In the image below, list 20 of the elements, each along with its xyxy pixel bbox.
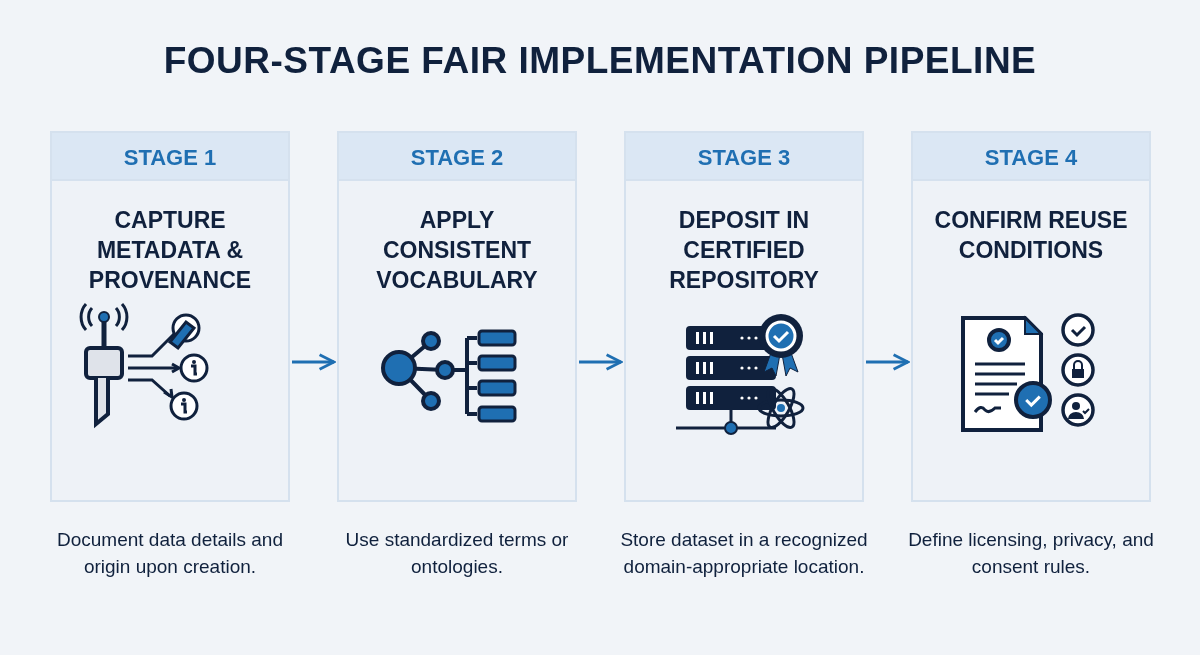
- diagram-title: FOUR-STAGE FAIR IMPLEMENTATION PIPELINE: [162, 40, 1038, 82]
- stage-title: DEPOSIT IN CERTIFIED REPOSITORY: [668, 206, 820, 295]
- stage-description: Use standardized terms or ontologies.: [344, 528, 570, 579]
- arrow: [866, 353, 910, 371]
- stage-number: STAGE 2: [409, 145, 505, 171]
- stage-card: [911, 131, 1151, 502]
- stage-title: APPLY CONSISTENT VOCABULARY: [375, 206, 539, 295]
- stage-title: CONFIRM REUSE CONDITIONS: [933, 206, 1129, 265]
- stage-number: STAGE 1: [122, 145, 218, 171]
- arrow: [292, 353, 336, 371]
- stage-description: Document data details and origin upon creation.: [55, 528, 284, 579]
- stage-card: [50, 131, 290, 502]
- stage-card: [624, 131, 864, 502]
- stage-title: CAPTURE METADATA & PROVENANCE: [87, 206, 253, 295]
- stage-number: STAGE 4: [983, 145, 1079, 171]
- stage-description: Store dataset in a recognized domain-appropriate location.: [619, 528, 869, 579]
- stage-card: [337, 131, 577, 502]
- stage-description: Define licensing, privacy, and consent rules.: [907, 528, 1155, 579]
- arrow: [579, 353, 623, 371]
- stage-number: STAGE 3: [696, 145, 792, 171]
